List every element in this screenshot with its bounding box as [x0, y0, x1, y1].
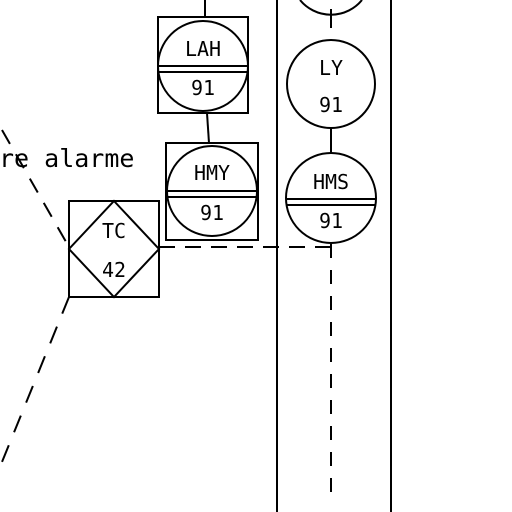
instrument-lah-loop: 91 — [191, 76, 215, 100]
alarm-annotation: re alarme — [0, 144, 134, 173]
instrument-hms[interactable]: HMS 91 — [285, 152, 377, 244]
instrument-ly-loop: 91 — [319, 93, 343, 117]
signal-dashed-upper-left — [1, 129, 70, 248]
instrument-ly-function: LY — [319, 56, 343, 80]
instrument-hms-loop: 91 — [319, 209, 343, 233]
instrument-hms-function: HMS — [313, 170, 349, 194]
instrument-hmy-loop: 91 — [200, 201, 224, 225]
instrument-tc-loop: 42 — [102, 258, 126, 282]
instrument-tc[interactable]: TC 42 — [67, 199, 161, 299]
instrument-tc-function: TC — [102, 219, 126, 243]
instrument-lah[interactable]: LAH 91 — [157, 16, 249, 114]
signal-dashed-lower-left — [1, 296, 70, 463]
instrument-hmy[interactable]: HMY 91 — [165, 142, 259, 241]
instrument-tc-diamond — [67, 199, 161, 299]
instrument-tc-box — [68, 200, 160, 298]
connector-lah-hmy — [206, 112, 210, 144]
instrument-ly[interactable]: LY 91 — [286, 39, 376, 129]
instrument-hmy-function: HMY — [194, 161, 230, 185]
instrument-lah-function: LAH — [185, 37, 221, 61]
